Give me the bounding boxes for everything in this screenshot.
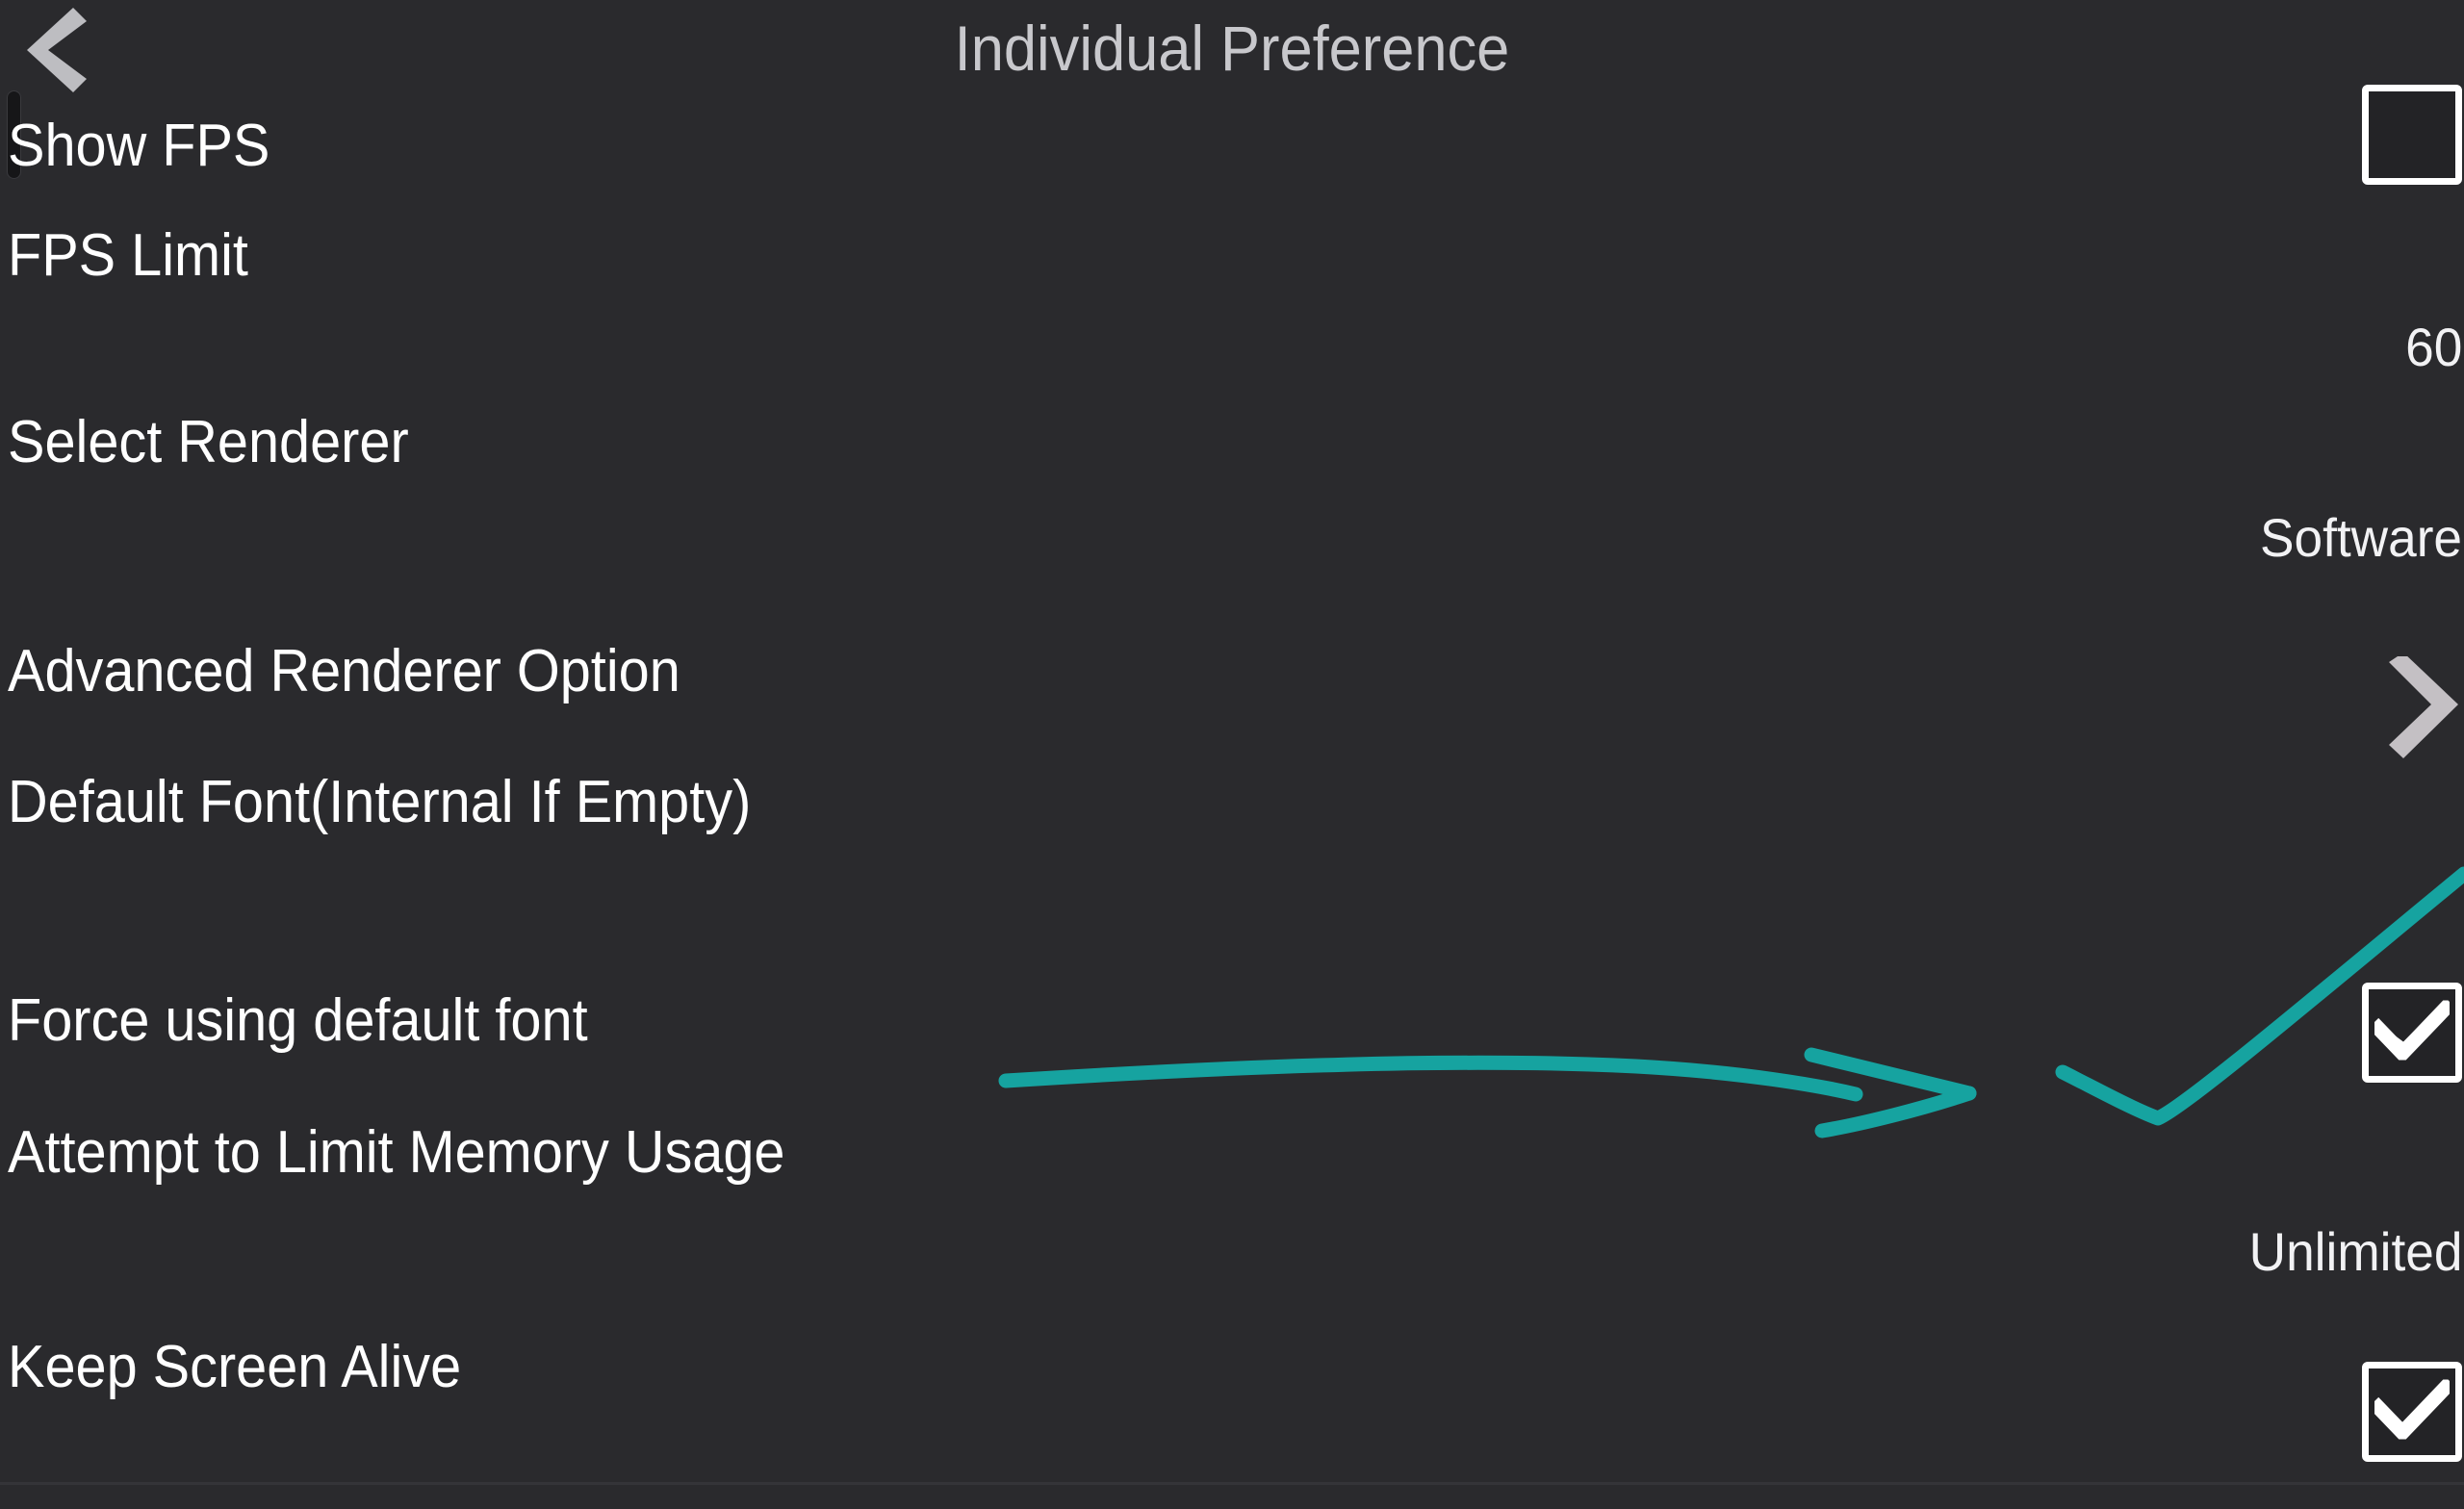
row-label-limit-memory-usage: Attempt to Limit Memory Usage xyxy=(8,1119,785,1186)
row-label-force-default-font: Force using default font xyxy=(8,987,588,1054)
check-icon xyxy=(2368,997,2456,1065)
row-fps-limit[interactable]: FPS Limit 60 xyxy=(0,222,2464,420)
row-force-default-font[interactable]: Force using default font xyxy=(0,973,2464,1103)
row-label-keep-screen-alive: Keep Screen Alive xyxy=(8,1334,462,1400)
row-label-show-fps: Show FPS xyxy=(8,113,270,179)
check-icon xyxy=(2368,1376,2456,1445)
checkbox-keep-screen-alive[interactable] xyxy=(2362,1362,2462,1462)
checkbox-force-default-font[interactable] xyxy=(2362,983,2462,1083)
page-title: Individual Preference xyxy=(954,13,1510,84)
row-value-limit-memory-usage: Unlimited xyxy=(2248,1221,2462,1282)
checkbox-show-fps[interactable] xyxy=(2362,85,2462,185)
row-keep-screen-alive[interactable]: Keep Screen Alive xyxy=(0,1319,2464,1483)
chevron-left-icon xyxy=(27,8,87,92)
row-value-select-renderer: Software xyxy=(2260,507,2462,568)
row-limit-memory-usage[interactable]: Attempt to Limit Memory Usage Unlimited xyxy=(0,1103,2464,1319)
row-label-advanced-renderer-option: Advanced Renderer Option xyxy=(8,638,680,704)
row-default-font[interactable]: Default Font(Internal If Empty) xyxy=(0,769,2464,973)
row-value-fps-limit: 60 xyxy=(2404,317,2462,377)
row-label-select-renderer: Select Renderer xyxy=(8,409,409,475)
scrollbar-thumb[interactable] xyxy=(7,90,21,179)
row-label-default-font: Default Font(Internal If Empty) xyxy=(8,769,752,835)
chevron-right-icon[interactable] xyxy=(2358,652,2464,767)
list-divider xyxy=(0,1482,2464,1485)
row-select-renderer[interactable]: Select Renderer Software xyxy=(0,409,2464,641)
back-button[interactable] xyxy=(17,4,104,92)
app-header: Individual Preference xyxy=(0,0,2464,92)
row-label-fps-limit: FPS Limit xyxy=(8,222,248,289)
row-show-fps[interactable]: Show FPS xyxy=(0,85,2464,227)
row-advanced-renderer-option[interactable]: Advanced Renderer Option xyxy=(0,638,2464,776)
